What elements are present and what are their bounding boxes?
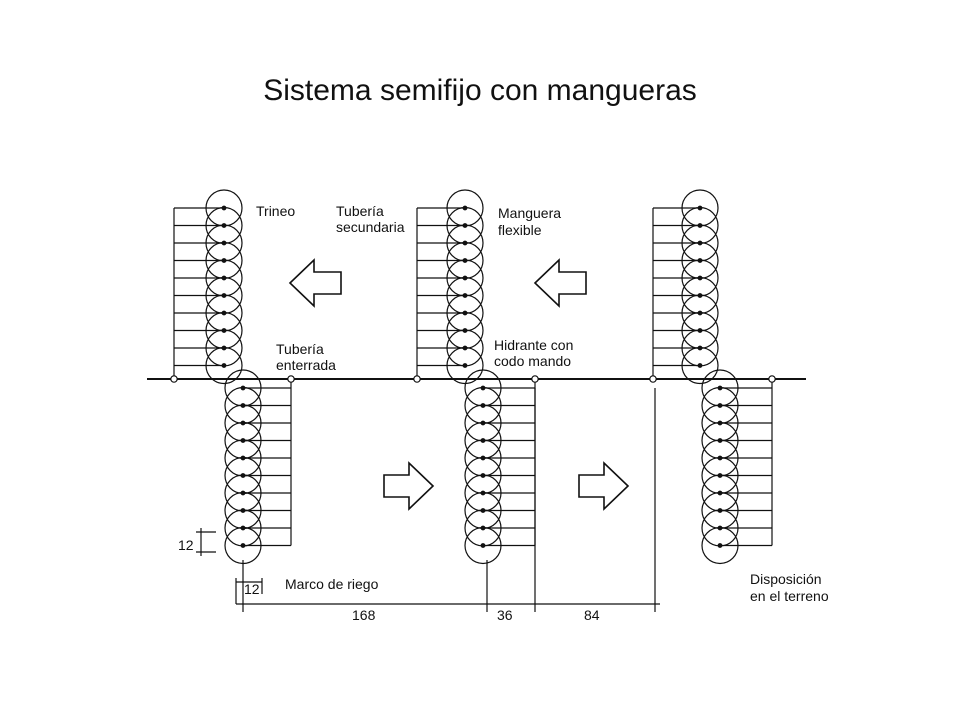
upper-group-3-sprinkler-dot — [697, 310, 703, 316]
label-tuberia-enterrada-line1: Tubería — [276, 341, 324, 357]
upper-group-1-sprinkler-dot — [221, 205, 227, 211]
upper-group-3-sprinkler-dot — [697, 240, 703, 246]
upper-group-1-sprinkler-dot — [221, 328, 227, 333]
upper-group-3-sprinkler-dot — [697, 223, 703, 228]
label-tuberia-secundaria: Tubería secundaria — [336, 203, 405, 235]
upper-group-3-sprinkler-dot — [697, 345, 703, 351]
label-disposicion-line1: Disposición — [750, 571, 822, 587]
lower-group-2-sprinkler-dot — [480, 490, 486, 496]
upper-group-3-sprinkler-dot — [697, 205, 703, 211]
lower-group-3-sprinkler-dot — [717, 543, 723, 548]
lower-group-3-sprinkler-dot — [717, 490, 723, 496]
upper-group-2-sprinkler-dot — [462, 293, 468, 298]
upper-group-2-sprinkler-dot — [462, 363, 468, 368]
dimension-horizontal-12: 12 — [244, 581, 260, 597]
upper-group-2-sprinkler-dot — [462, 328, 468, 333]
label-hidrante-line1: Hidrante con — [494, 337, 573, 353]
dimension-84: 84 — [584, 607, 600, 623]
upper-group-1-hydrant — [170, 375, 178, 383]
label-manguera-flexible-line1: Manguera — [498, 205, 561, 221]
lower-group-1-sprinkler-dot — [240, 420, 246, 426]
lower-group-1-sprinkler-dot — [240, 525, 246, 531]
lower-group-1-sprinkler-dot — [240, 455, 246, 461]
label-manguera-flexible: Manguera flexible — [498, 205, 565, 238]
label-tuberia-secundaria-line1: Tubería — [336, 203, 384, 219]
arrow-right-2 — [578, 461, 630, 511]
upper-group-3-sprinkler-dot — [697, 363, 703, 368]
lower-group-1-sprinkler-dot — [240, 543, 246, 548]
dimension-vertical-12: 12 — [178, 537, 194, 553]
label-disposicion: Disposición en el terreno — [750, 571, 829, 604]
upper-group-3-sprinkler-dot — [697, 275, 703, 281]
lower-group-2-sprinkler-dot — [480, 420, 486, 426]
dimension-168: 168 — [352, 607, 376, 623]
upper-group-2-sprinkler-dot — [462, 310, 468, 316]
lower-group-2-sprinkler-dot — [480, 455, 486, 461]
upper-group-3-hydrant — [649, 375, 657, 383]
label-hidrante-line2: codo mando — [494, 353, 571, 369]
upper-group-2-sprinkler-dot — [462, 275, 468, 281]
label-tuberia-enterrada: Tubería enterrada — [276, 341, 336, 373]
lower-group-2-sprinkler-dot — [480, 543, 486, 548]
lower-group-2-sprinkler-dot — [480, 438, 486, 443]
upper-group-1-sprinkler-dot — [221, 293, 227, 298]
lower-group-1-sprinkler-dot — [240, 438, 246, 443]
upper-group-1-sprinkler-dot — [221, 258, 227, 263]
upper-group-2-hydrant — [413, 375, 421, 383]
lower-group-3-sprinkler-dot — [717, 420, 723, 426]
upper-group-2-sprinkler-dot — [462, 223, 468, 228]
lower-group-2-hydrant — [531, 375, 539, 383]
lower-group-2-sprinkler-dot — [480, 525, 486, 531]
upper-group-2-sprinkler-dot — [462, 240, 468, 246]
lower-group-3-sprinkler-dot — [717, 385, 723, 391]
arrow-left-2 — [533, 258, 587, 308]
upper-group-3-sprinkler-dot — [697, 328, 703, 333]
page-title: Sistema semifijo con mangueras — [263, 74, 697, 107]
upper-group-2-sprinkler-dot — [462, 258, 468, 263]
lower-group-2-sprinkler-dot — [480, 403, 486, 408]
label-tuberia-enterrada-line2: enterrada — [276, 357, 336, 373]
lower-group-1-sprinkler-dot — [240, 473, 246, 478]
upper-group-1-sprinkler-dot — [221, 345, 227, 351]
lower-group-2-sprinkler-dot — [480, 385, 486, 391]
upper-group-1-sprinkler-dot — [221, 363, 227, 368]
lower-group-3-sprinkler-dot — [717, 508, 723, 513]
upper-group-2-sprinkler-dot — [462, 345, 468, 351]
upper-group-1-sprinkler-dot — [221, 275, 227, 281]
upper-group-1-sprinkler-dot — [221, 240, 227, 246]
label-trineo: Trineo — [256, 203, 295, 219]
lower-group-3-hydrant — [768, 375, 776, 383]
diagram-geometry — [147, 189, 806, 612]
label-hidrante: Hidrante con codo mando — [494, 337, 577, 369]
arrow-right-1 — [383, 461, 435, 511]
dimension-36: 36 — [497, 607, 513, 623]
lower-group-1-sprinkler-dot — [240, 403, 246, 408]
lower-group-3-sprinkler-dot — [717, 473, 723, 478]
arrow-left-1 — [288, 258, 342, 308]
lower-group-1-sprinkler-dot — [240, 490, 246, 496]
lower-group-2-sprinkler-dot — [480, 473, 486, 478]
label-disposicion-line2: en el terreno — [750, 588, 829, 604]
lower-group-1-sprinkler-dot — [240, 508, 246, 513]
label-tuberia-secundaria-line2: secundaria — [336, 219, 405, 235]
lower-group-3-sprinkler-dot — [717, 525, 723, 531]
lower-group-2-sprinkler-dot — [480, 508, 486, 513]
lower-group-1-sprinkler-dot — [240, 385, 246, 391]
lower-group-1-hydrant — [287, 375, 295, 383]
upper-group-2-sprinkler-dot — [462, 205, 468, 211]
lower-group-3-sprinkler-dot — [717, 438, 723, 443]
lower-group-3-sprinkler-dot — [717, 403, 723, 408]
upper-group-1-sprinkler-dot — [221, 310, 227, 316]
upper-group-3-sprinkler-dot — [697, 293, 703, 298]
upper-group-1-sprinkler-dot — [221, 223, 227, 228]
lower-group-3-sprinkler-dot — [717, 455, 723, 461]
label-marco-de-riego: Marco de riego — [285, 576, 379, 592]
upper-group-3-sprinkler-dot — [697, 258, 703, 263]
label-manguera-flexible-line2: flexible — [498, 222, 542, 238]
